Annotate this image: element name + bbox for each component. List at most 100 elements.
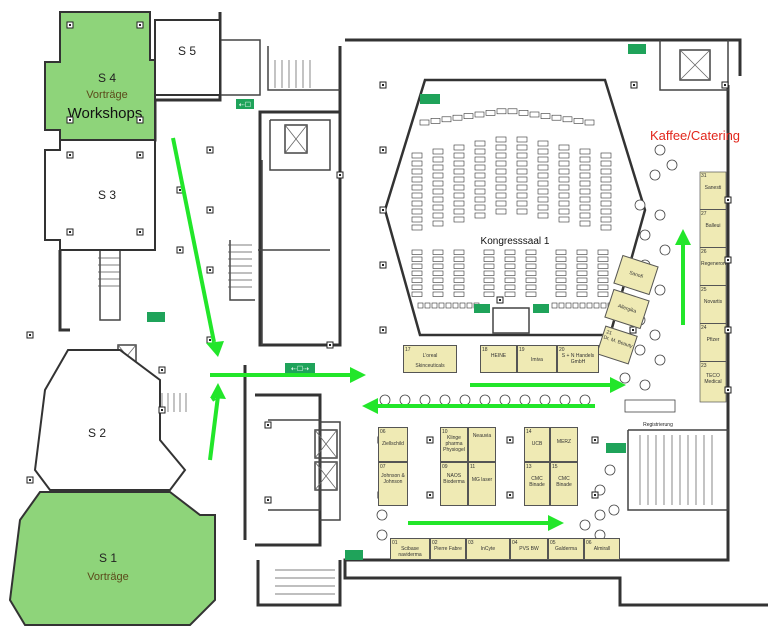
booth-neauvia[interactable]: Neauvia bbox=[468, 427, 496, 462]
seat bbox=[600, 152, 612, 159]
seat bbox=[537, 140, 549, 147]
booth-18[interactable]: 18 HEINE bbox=[480, 345, 517, 373]
seat bbox=[474, 111, 485, 118]
booth-17[interactable]: 17 L'oreal Skinceuticals bbox=[403, 345, 457, 373]
seat bbox=[453, 291, 465, 297]
booth-11[interactable]: 11 MG laser bbox=[468, 462, 496, 506]
seat bbox=[600, 160, 612, 167]
seat bbox=[453, 256, 465, 262]
seat bbox=[537, 172, 549, 179]
seat bbox=[537, 204, 549, 211]
booth-13[interactable]: 13 CMC Binade bbox=[524, 462, 550, 506]
exit-sign-icon bbox=[420, 94, 440, 104]
booth-14[interactable]: 14 UCB bbox=[524, 427, 550, 462]
seat bbox=[452, 114, 463, 121]
room-s2[interactable] bbox=[33, 349, 187, 491]
seat bbox=[424, 302, 431, 309]
seat bbox=[516, 152, 528, 159]
seat bbox=[504, 263, 516, 269]
booth-19[interactable]: 19 Imiva bbox=[517, 345, 557, 373]
seat bbox=[600, 192, 612, 199]
seat bbox=[432, 263, 444, 269]
stairs bbox=[98, 60, 713, 595]
svg-text:⇠☐: ⇠☐ bbox=[239, 101, 251, 109]
seat bbox=[579, 212, 591, 219]
round-table bbox=[634, 344, 646, 356]
seat bbox=[495, 152, 507, 159]
round-table bbox=[649, 169, 661, 181]
seat bbox=[417, 302, 424, 309]
seat bbox=[483, 249, 495, 255]
booth-31[interactable]: 31 Sanesti bbox=[700, 172, 726, 210]
seat bbox=[453, 277, 465, 283]
booth-10[interactable]: 10 Klinge pharma Physiogel bbox=[440, 427, 468, 462]
booth-15[interactable]: 15 CMC Binade bbox=[550, 462, 578, 506]
seat bbox=[558, 200, 570, 207]
booth-06-bottom[interactable]: 06 Almirall bbox=[584, 538, 620, 560]
booth-21[interactable]: 21 Dr. M. Beauty bbox=[596, 325, 638, 365]
booth-09[interactable]: 09 NAOS Bioderma bbox=[440, 462, 468, 506]
booth-24[interactable]: 24 Pfizer bbox=[700, 324, 726, 362]
seat bbox=[558, 192, 570, 199]
booth-27[interactable]: 27 Balleui bbox=[700, 210, 726, 248]
seat bbox=[483, 284, 495, 290]
seat bbox=[432, 270, 444, 276]
room-s5[interactable] bbox=[154, 19, 221, 96]
seat bbox=[576, 270, 588, 276]
seat bbox=[483, 256, 495, 262]
room-s3[interactable] bbox=[44, 139, 156, 251]
seat bbox=[495, 192, 507, 199]
seat bbox=[576, 277, 588, 283]
booth-25[interactable]: 25 Novartis bbox=[700, 286, 726, 324]
booth-26[interactable]: 26 Regeneron bbox=[700, 248, 726, 286]
seat bbox=[432, 188, 444, 195]
seat bbox=[558, 168, 570, 175]
booth-sanofi[interactable]: Sanofi bbox=[613, 254, 659, 296]
booth-02[interactable]: 02 Pierre Fabre bbox=[430, 538, 466, 560]
svg-text:⇠☐⇢: ⇠☐⇢ bbox=[291, 365, 309, 373]
seat bbox=[555, 270, 567, 276]
seat bbox=[411, 152, 423, 159]
booth-04[interactable]: 04 PVS BW bbox=[510, 538, 548, 560]
seat bbox=[579, 204, 591, 211]
seat bbox=[445, 302, 452, 309]
seat bbox=[525, 256, 537, 262]
booth-06-island[interactable]: 06 Ziellschild bbox=[378, 427, 408, 462]
seat bbox=[525, 249, 537, 255]
seat bbox=[411, 208, 423, 215]
seat bbox=[432, 256, 444, 262]
room-s1[interactable] bbox=[8, 491, 216, 626]
booth-01[interactable]: 01 Scibase naviderma bbox=[390, 538, 430, 560]
booth-20[interactable]: 20 S + N Handels GmbH bbox=[557, 345, 599, 373]
seat bbox=[453, 184, 465, 191]
hall-stage-stairs bbox=[492, 307, 530, 334]
booth-05[interactable]: 05 Galderma bbox=[548, 538, 584, 560]
exit-sign-icon bbox=[606, 443, 626, 453]
seat bbox=[453, 208, 465, 215]
seat bbox=[474, 172, 486, 179]
seat bbox=[516, 184, 528, 191]
seat bbox=[558, 152, 570, 159]
booth-allergika[interactable]: Allergika bbox=[604, 288, 650, 330]
seat bbox=[495, 144, 507, 151]
booth-23[interactable]: 23 TECO Medical bbox=[701, 363, 722, 385]
seat bbox=[411, 224, 423, 231]
seat bbox=[504, 256, 516, 262]
seat bbox=[516, 144, 528, 151]
seat bbox=[485, 110, 496, 116]
seat bbox=[597, 249, 609, 255]
seat bbox=[576, 291, 588, 297]
seat bbox=[411, 200, 423, 207]
round-table bbox=[579, 519, 591, 531]
seat bbox=[495, 184, 507, 191]
round-table bbox=[604, 464, 616, 476]
booth-03[interactable]: 03 InCyte bbox=[466, 538, 510, 560]
room-s2-name: S 2 bbox=[88, 426, 106, 440]
seat bbox=[579, 172, 591, 179]
booth-merz[interactable]: MERZ bbox=[550, 427, 578, 462]
round-table bbox=[594, 509, 606, 521]
booth-07[interactable]: 07 Johnson & Johnson bbox=[378, 462, 408, 506]
seat bbox=[441, 116, 452, 123]
seat bbox=[411, 160, 423, 167]
